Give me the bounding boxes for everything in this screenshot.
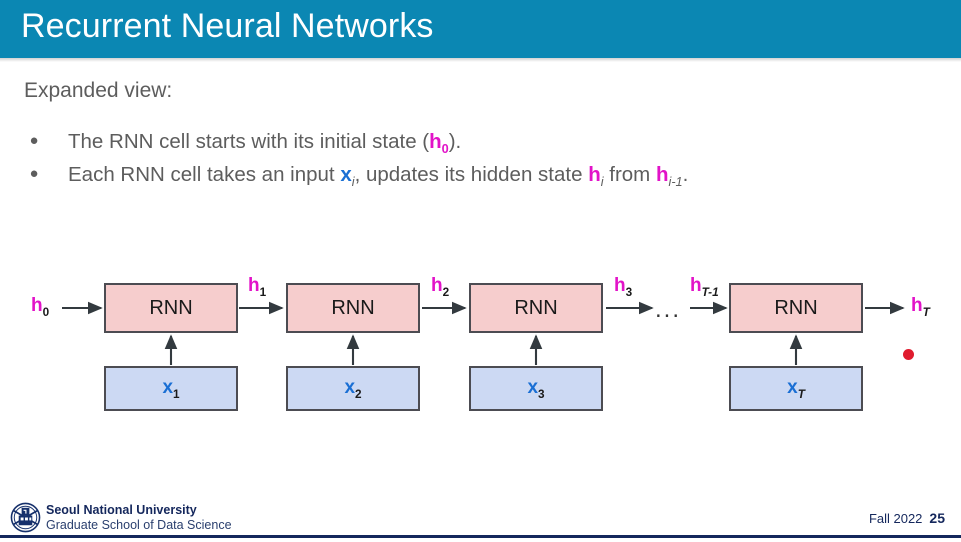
snu-logo-icon: [10, 502, 41, 533]
bullet-seg: ).: [448, 130, 462, 153]
bullet-dot-icon: ●: [29, 165, 39, 182]
bullet-seg: h: [429, 130, 442, 153]
footer-meta: Fall 2022 25: [869, 510, 945, 526]
snu-university-name: Seoul National University: [46, 503, 197, 517]
rnn-cell-label: RNN: [149, 296, 193, 319]
bullet-seg: Each RNN cell takes an input: [68, 163, 341, 186]
hidden-state-label-hT-1: hT-1: [690, 275, 719, 299]
input-label: x2: [344, 376, 362, 401]
diagram-arrows: [62, 301, 905, 365]
rnn-cell-T: RNN: [729, 283, 863, 333]
hidden-state-label-h1: h1: [248, 275, 267, 299]
footer-divider: [0, 535, 961, 538]
bullet-seg: i: [600, 174, 604, 190]
bullet-seg: .: [682, 163, 689, 186]
list-item: ● Each RNN cell takes an input xi, updat…: [24, 161, 924, 190]
bullet-list: ● The RNN cell starts with its initial s…: [24, 128, 924, 194]
lead-text: Expanded view:: [24, 79, 173, 102]
slide-title-bar: Recurrent Neural Networks: [0, 0, 961, 58]
input-label: xT: [787, 376, 805, 401]
bullet-seg: i: [351, 174, 355, 190]
rnn-cell-label: RNN: [514, 296, 558, 319]
diagram-ellipsis: ...: [655, 296, 682, 323]
input-box-3: x3: [469, 366, 603, 411]
snu-department-name: Graduate School of Data Science: [46, 517, 232, 532]
bullet-text-1: The RNN cell starts with its initial sta…: [44, 128, 461, 162]
snu-wordmark: Seoul National University Graduate Schoo…: [46, 503, 232, 533]
rnn-cell-1: RNN: [104, 283, 238, 333]
rnn-cell-2: RNN: [286, 283, 420, 333]
rnn-unrolled-diagram: h0 RNN x1 h1 RNN x2 h2 RNN x3 h3 ... hT-…: [0, 255, 961, 435]
bullet-seg: h: [655, 163, 669, 186]
bullet-seg: The RNN cell starts with its initial sta…: [68, 130, 430, 153]
hidden-state-label-h2: h2: [431, 275, 450, 299]
list-item: ● The RNN cell starts with its initial s…: [24, 128, 924, 157]
hidden-state-label-h0: h0: [31, 295, 50, 319]
bullet-text-2: Each RNN cell takes an input xi, updates…: [44, 161, 688, 195]
title-bar-shadow: [0, 58, 961, 62]
bullet-seg: i-1: [668, 174, 683, 190]
input-label: x1: [162, 376, 180, 401]
bullet-seg: x: [340, 163, 352, 186]
input-label: x3: [527, 376, 545, 401]
cursor-dot: [903, 349, 914, 360]
input-box-T: xT: [729, 366, 863, 411]
bullet-seg: 0: [441, 141, 449, 157]
rnn-cell-label: RNN: [774, 296, 818, 319]
footer-page-number: 25: [929, 510, 945, 526]
rnn-cell-3: RNN: [469, 283, 603, 333]
footer-term: Fall 2022: [868, 511, 923, 526]
bullet-seg: from: [603, 163, 656, 186]
input-box-2: x2: [286, 366, 420, 411]
bullet-dot-icon: ●: [29, 132, 39, 149]
input-box-1: x1: [104, 366, 238, 411]
bullet-seg: , updates its hidden state: [354, 163, 589, 186]
page-title: Recurrent Neural Networks: [21, 7, 434, 45]
hidden-state-label-hT: hT: [911, 295, 930, 319]
hidden-state-label-h3: h3: [614, 275, 633, 299]
bullet-seg: h: [588, 163, 601, 186]
rnn-cell-label: RNN: [331, 296, 375, 319]
